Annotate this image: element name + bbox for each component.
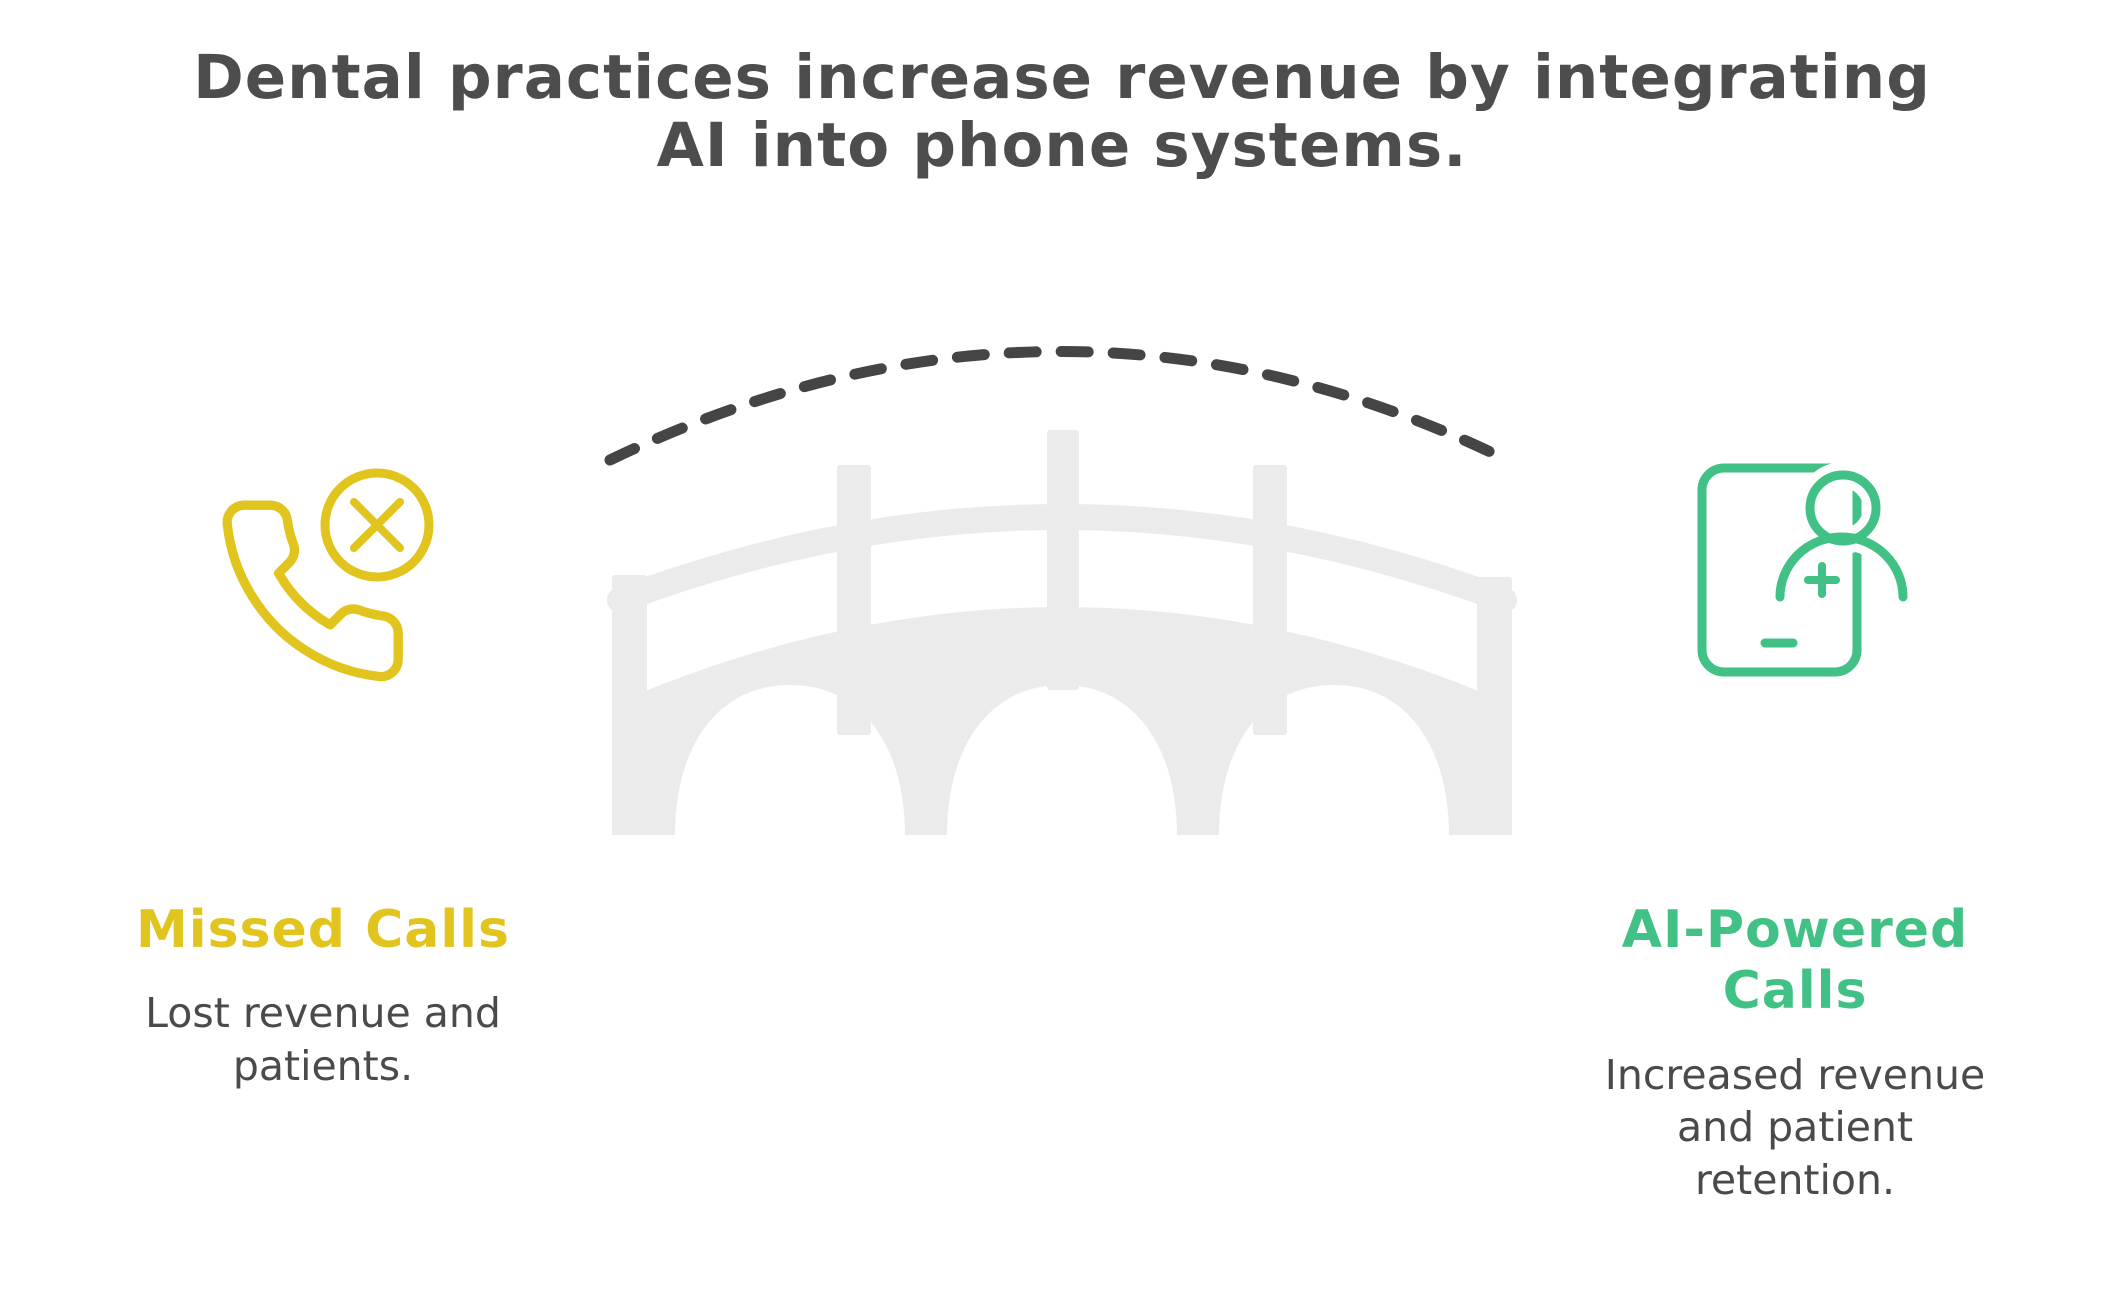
plus-icon [1804, 562, 1840, 598]
page-title: Dental practices increase revenue by int… [0, 42, 2124, 182]
ai-powered-calls-heading: AI-Powered Calls [1621, 900, 1969, 1022]
bridge-deck [612, 607, 1512, 835]
missed-call-phone-icon [222, 461, 441, 682]
missed-calls-caption: Lost revenue and patients. [145, 989, 501, 1090]
tablet-icon [1697, 463, 1862, 677]
ai-powered-calls-caption: Increased revenue and patient retention. [1604, 1050, 1986, 1204]
bridge-icon [607, 430, 1517, 835]
missed-calls-heading: Missed Calls [136, 900, 510, 960]
right-label-block: AI-Powered Calls Increased revenue and p… [1575, 900, 2015, 1206]
phone-handset-icon [222, 500, 403, 682]
patient-person-icon [1775, 470, 1908, 602]
x-circle-icon [320, 468, 434, 582]
title-line-2: AI into phone systems. [656, 110, 1468, 182]
bridge-rail [607, 504, 1517, 613]
dashed-arc-icon [604, 346, 1509, 466]
bridge-graphic [604, 346, 1517, 835]
title-line-1: Dental practices increase revenue by int… [193, 42, 1931, 113]
ai-patient-tablet-icon [1697, 462, 1916, 677]
left-label-block: Missed Calls Lost revenue and patients. [58, 900, 588, 1092]
